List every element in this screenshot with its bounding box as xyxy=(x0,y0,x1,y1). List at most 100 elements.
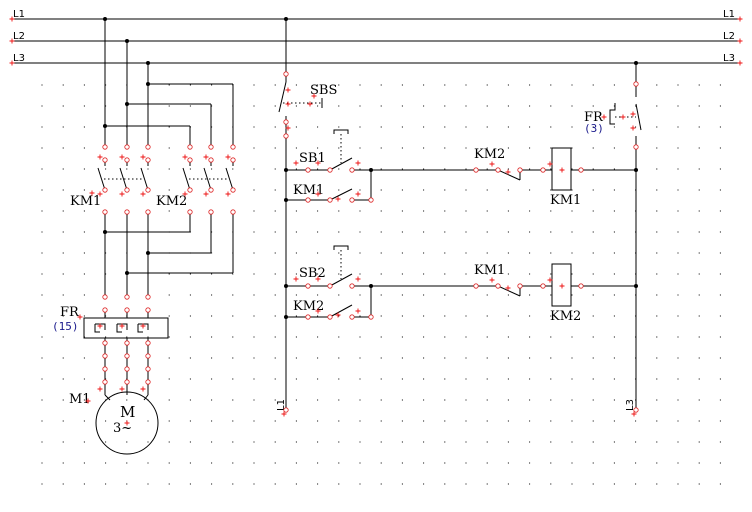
terminal-pin xyxy=(124,307,130,313)
thermal-overload-relay xyxy=(83,317,169,339)
rail-label-right-l1: L1 xyxy=(723,9,735,20)
terminal-pin xyxy=(517,283,523,289)
connection-marker xyxy=(119,154,125,160)
connection-pins xyxy=(102,71,639,413)
terminal-pin xyxy=(473,167,479,173)
connection-marker xyxy=(737,16,743,22)
terminal-pin xyxy=(305,197,311,203)
terminal-pin xyxy=(102,144,108,150)
connection-marker xyxy=(182,154,188,160)
terminal-pin xyxy=(368,314,374,320)
terminal-pin xyxy=(102,307,108,313)
connection-marker xyxy=(355,276,361,282)
terminal-pin xyxy=(145,209,151,215)
terminal-pin xyxy=(633,407,639,413)
connection-marker xyxy=(505,169,511,175)
connection-marker xyxy=(225,191,231,197)
terminal-pin xyxy=(208,144,214,150)
terminal-pin xyxy=(124,187,130,193)
coil-km1 xyxy=(551,147,572,191)
terminal-pin xyxy=(368,197,374,203)
connection-marker xyxy=(9,16,15,22)
terminal-pin xyxy=(102,187,108,193)
connection-marker xyxy=(9,60,15,66)
connection-marker xyxy=(547,277,553,283)
terminal-pin xyxy=(145,379,151,385)
connection-marker xyxy=(85,398,91,404)
connection-marker xyxy=(489,277,495,283)
control-circuit: SBS SB1 KM1 KM2 KM1 xyxy=(276,19,642,411)
terminal-pin xyxy=(124,144,130,150)
terminal-pin xyxy=(187,157,193,163)
connection-marker xyxy=(355,191,361,197)
connection-marker xyxy=(140,386,146,392)
terminal-pin xyxy=(187,187,193,193)
km2-main-contacts xyxy=(182,160,234,191)
terminal-pin xyxy=(327,167,333,173)
start-button-sb2-label: SB2 xyxy=(299,266,326,281)
connection-marker xyxy=(203,154,209,160)
terminal-pin xyxy=(102,209,108,215)
terminal-pin xyxy=(349,283,355,289)
terminal-pin xyxy=(124,379,130,385)
connection-marker xyxy=(630,125,636,131)
connection-marker xyxy=(355,308,361,314)
terminal-pin xyxy=(495,167,501,173)
connection-marker xyxy=(203,191,209,197)
terminal-pin xyxy=(633,81,639,87)
terminal-pin xyxy=(578,283,584,289)
control-supply-l3: L3 xyxy=(625,399,636,411)
terminal-pin xyxy=(540,283,546,289)
connection-marker xyxy=(97,191,103,197)
connection-marker xyxy=(311,93,317,99)
connection-marker xyxy=(737,60,743,66)
rail-label-right-l2: L2 xyxy=(723,31,735,42)
connection-marker xyxy=(182,191,188,197)
terminal-pin xyxy=(124,340,130,346)
connection-marker xyxy=(140,191,146,197)
background-grid xyxy=(41,84,722,485)
connection-marker xyxy=(737,38,743,44)
connection-marker xyxy=(620,114,626,120)
terminal-pin xyxy=(230,209,236,215)
connection-marker xyxy=(285,87,291,93)
motor-reference: M1 xyxy=(69,392,91,407)
connection-marker xyxy=(505,285,511,291)
connection-marker xyxy=(119,386,125,392)
power-rails: L1 L2 L3 L1 L2 L3 xyxy=(10,9,742,65)
connection-marker xyxy=(89,190,95,196)
terminal-pin xyxy=(540,167,546,173)
terminal-pin xyxy=(230,157,236,163)
connection-marker xyxy=(285,125,291,131)
connection-marker xyxy=(119,323,125,329)
fr-thermal-number: (15) xyxy=(52,320,79,333)
terminal-pin xyxy=(208,157,214,163)
terminal-pin xyxy=(327,197,333,203)
connection-marker xyxy=(335,196,341,202)
connection-marker xyxy=(293,276,299,282)
km1-main-contacts xyxy=(97,160,149,191)
terminal-pin xyxy=(305,314,311,320)
terminal-pin xyxy=(145,353,151,359)
terminal-pin xyxy=(124,209,130,215)
connection-marker xyxy=(601,114,607,120)
terminal-pin xyxy=(124,294,130,300)
fr-thermal-label: FR xyxy=(60,305,80,320)
terminal-pin xyxy=(187,209,193,215)
terminal-pin xyxy=(124,157,130,163)
terminal-pin xyxy=(230,187,236,193)
terminal-pin xyxy=(495,283,501,289)
terminal-pin xyxy=(578,167,584,173)
connection-marker xyxy=(97,323,103,329)
terminal-pin xyxy=(349,314,355,320)
terminal-pin xyxy=(283,119,289,125)
fr-control-contact-label: FR xyxy=(584,110,604,125)
connection-marker xyxy=(225,154,231,160)
connection-marker xyxy=(281,411,287,417)
terminal-pin xyxy=(305,283,311,289)
start-button-sb1-label: SB1 xyxy=(299,151,326,166)
rail-label-left-l2: L2 xyxy=(13,31,25,42)
terminal-pin xyxy=(102,340,108,346)
connection-marker xyxy=(335,312,341,318)
